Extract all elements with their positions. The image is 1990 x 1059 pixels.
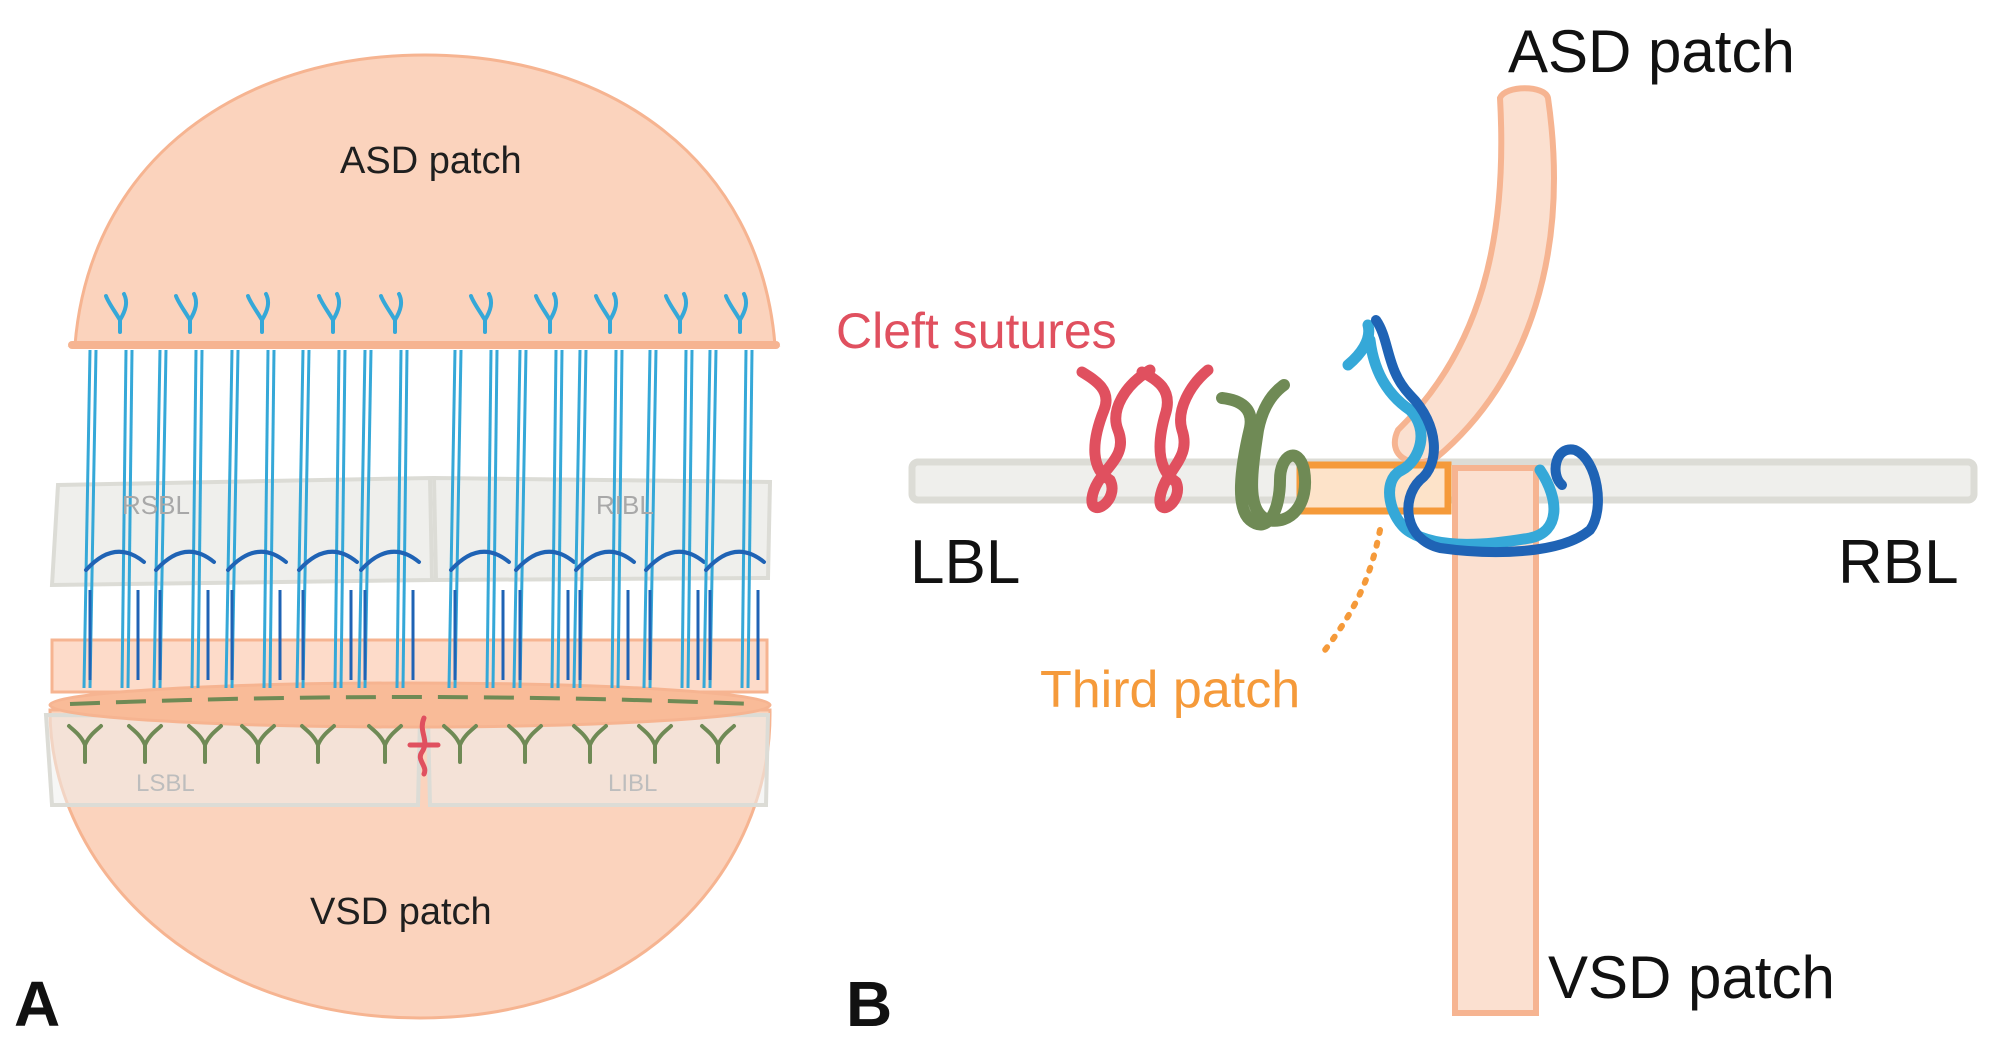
light-blue-stitch bbox=[357, 349, 367, 689]
green-knot bbox=[300, 724, 336, 764]
green-knot bbox=[442, 724, 478, 764]
dark-blue-arc bbox=[704, 549, 766, 572]
cleft-suture-1 bbox=[1076, 364, 1156, 513]
light-blue-stitch bbox=[152, 349, 162, 689]
light-blue-stitch bbox=[485, 349, 493, 689]
light-blue-stitch bbox=[339, 349, 347, 689]
libl-label: LIBL bbox=[608, 770, 658, 797]
green-knot bbox=[240, 724, 276, 764]
lbl-label: LBL bbox=[910, 528, 1021, 597]
light-blue-stitch bbox=[196, 349, 204, 689]
dark-blue-arc bbox=[226, 549, 288, 572]
asd-knot bbox=[246, 292, 271, 334]
panel-b-letter: B bbox=[846, 968, 893, 1040]
asd-knot bbox=[104, 292, 129, 334]
light-blue-stitch bbox=[616, 349, 624, 689]
asd-knot bbox=[469, 292, 494, 334]
light-blue-stitch bbox=[642, 349, 652, 689]
vsd-patch-rim bbox=[48, 681, 772, 729]
dark-blue-arc bbox=[359, 549, 421, 572]
panel-b-asd-patch-label: ASD patch bbox=[1508, 18, 1795, 85]
asd-knot bbox=[664, 292, 689, 334]
third-patch-label: Third patch bbox=[1040, 661, 1301, 719]
green-suture bbox=[1216, 379, 1312, 531]
light-blue-stitch bbox=[740, 349, 748, 689]
asd-knot bbox=[724, 292, 749, 334]
green-knot bbox=[637, 724, 673, 764]
rsbl-leaflet bbox=[49, 475, 435, 588]
asd-knot bbox=[174, 292, 199, 334]
cleft-suture-2 bbox=[1136, 364, 1214, 513]
dark-blue-arc bbox=[297, 549, 359, 572]
rbl-label: RBL bbox=[1838, 528, 1959, 597]
light-blue-stitch bbox=[746, 349, 754, 689]
green-dash-line bbox=[69, 695, 753, 706]
green-knot bbox=[367, 724, 403, 764]
dark-blue-arc bbox=[574, 549, 636, 572]
dark-blue-arc bbox=[449, 549, 511, 572]
light-blue-stitch bbox=[610, 349, 618, 689]
panel-a-letter: A bbox=[14, 968, 61, 1040]
lsbl-leaflet bbox=[43, 712, 423, 807]
dark-blue-arc bbox=[154, 549, 216, 572]
cleft-sutures-label: Cleft sutures bbox=[836, 303, 1117, 359]
light-blue-stitch bbox=[395, 349, 403, 689]
panel-b-vsd-patch-label: VSD patch bbox=[1548, 944, 1835, 1011]
light-blue-stitch bbox=[262, 349, 270, 689]
red-cleft-knot bbox=[407, 715, 441, 777]
panel-b-drawing bbox=[908, 85, 1978, 1016]
light-blue-stitch bbox=[556, 349, 564, 689]
third-patch-pointer bbox=[1322, 527, 1383, 653]
light-blue-suture bbox=[1342, 319, 1560, 550]
light-blue-stitch bbox=[268, 349, 276, 689]
dark-blue-arc bbox=[84, 549, 146, 572]
dark-blue-arc bbox=[644, 549, 706, 572]
light-blue-stitch bbox=[686, 349, 694, 689]
light-blue-stitch bbox=[333, 349, 341, 689]
green-knot bbox=[187, 724, 223, 764]
light-blue-stitch bbox=[295, 349, 305, 689]
asd-knot bbox=[534, 292, 559, 334]
panel-a-asd-patch-label: ASD patch bbox=[340, 140, 522, 182]
green-knot bbox=[67, 724, 103, 764]
green-knot bbox=[507, 724, 543, 764]
panel-a-drawing bbox=[43, 53, 781, 1020]
asd-knot bbox=[594, 292, 619, 334]
light-blue-stitch bbox=[550, 349, 558, 689]
light-blue-stitch bbox=[82, 349, 92, 689]
light-blue-stitch bbox=[447, 349, 457, 689]
light-blue-stitch bbox=[572, 349, 582, 689]
dark-blue-suture bbox=[1371, 315, 1603, 557]
light-blue-stitch bbox=[401, 349, 409, 689]
light-blue-stitch bbox=[224, 349, 234, 689]
light-blue-stitch bbox=[702, 349, 712, 689]
green-knot bbox=[700, 724, 736, 764]
light-blue-stitch bbox=[190, 349, 198, 689]
asd-patch-dome-shape bbox=[73, 53, 777, 347]
asd-knot bbox=[317, 292, 342, 334]
lsbl-label: LSBL bbox=[136, 770, 195, 797]
vsd-patch-vertical bbox=[1452, 465, 1539, 1016]
green-knot bbox=[127, 724, 163, 764]
asd-knot bbox=[379, 292, 404, 334]
light-blue-stitch bbox=[491, 349, 499, 689]
light-blue-stitch bbox=[126, 349, 134, 689]
light-blue-stitch bbox=[120, 349, 128, 689]
light-blue-stitch bbox=[512, 349, 522, 689]
panel-a-vsd-patch-label: VSD patch bbox=[310, 891, 492, 933]
dark-blue-arc bbox=[514, 549, 576, 572]
panel-a-sutures bbox=[67, 292, 766, 777]
light-blue-stitch bbox=[680, 349, 688, 689]
green-knot bbox=[572, 724, 608, 764]
rsbl-label: RSBL bbox=[122, 490, 190, 520]
ribl-label: RIBL bbox=[596, 490, 654, 520]
